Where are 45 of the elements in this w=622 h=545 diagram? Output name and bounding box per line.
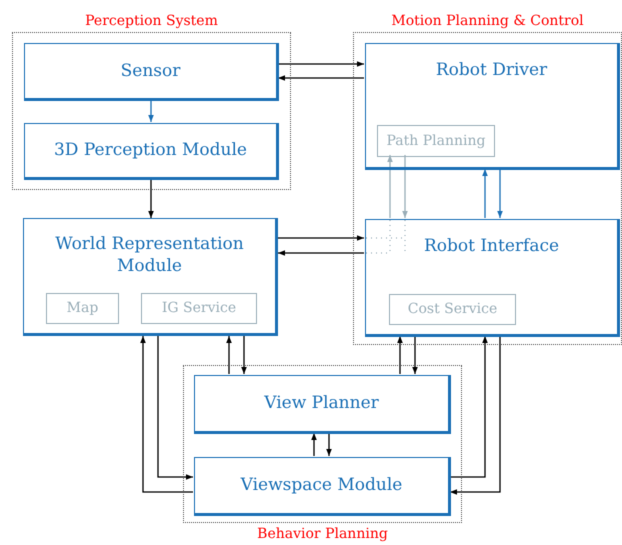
module-box — [24, 43, 279, 101]
arrow — [387, 155, 393, 218]
group-heading: Perception System — [84, 13, 219, 29]
arrow — [397, 336, 403, 374]
module-label: 3D Perception Module — [54, 139, 247, 162]
module-box — [194, 457, 451, 516]
arrow — [450, 336, 488, 478]
arrow — [148, 179, 154, 218]
arrow — [497, 169, 503, 218]
arrow — [482, 169, 488, 218]
module-label: IG Service — [162, 299, 236, 318]
arrow — [278, 250, 364, 256]
module-box — [24, 123, 279, 180]
module-label: Robot Interface — [424, 235, 560, 258]
module-label: Viewspace Module — [240, 474, 402, 497]
arrow — [148, 100, 154, 122]
arrow — [412, 336, 418, 374]
arrow — [326, 433, 332, 456]
module-label: Sensor — [120, 60, 180, 82]
arrow — [140, 336, 193, 493]
arrow — [278, 235, 364, 241]
arrow — [450, 336, 501, 495]
module-box — [365, 43, 620, 170]
arrow — [311, 433, 317, 456]
module-label: Path Planning — [386, 132, 486, 150]
group-heading: Behavior Planning — [256, 526, 389, 542]
module-label: Map — [66, 299, 98, 318]
submodule-box — [46, 293, 119, 324]
module-box — [365, 219, 620, 337]
group-heading: Motion Planning & Control — [390, 13, 585, 29]
submodule-box — [141, 293, 257, 324]
module-box — [194, 375, 451, 434]
submodule-box — [389, 294, 516, 325]
module-label: Cost Service — [408, 300, 498, 319]
arrow — [157, 336, 193, 480]
arrow — [278, 61, 364, 67]
arrow — [402, 155, 408, 218]
arrow — [226, 336, 232, 374]
module-label: World Representation Module — [54, 233, 245, 278]
module-box — [23, 218, 278, 336]
arrow — [278, 75, 364, 81]
module-label: View Planner — [264, 392, 379, 415]
module-label: Robot Driver — [436, 59, 548, 82]
submodule-box — [377, 125, 495, 157]
arrow — [241, 336, 247, 374]
